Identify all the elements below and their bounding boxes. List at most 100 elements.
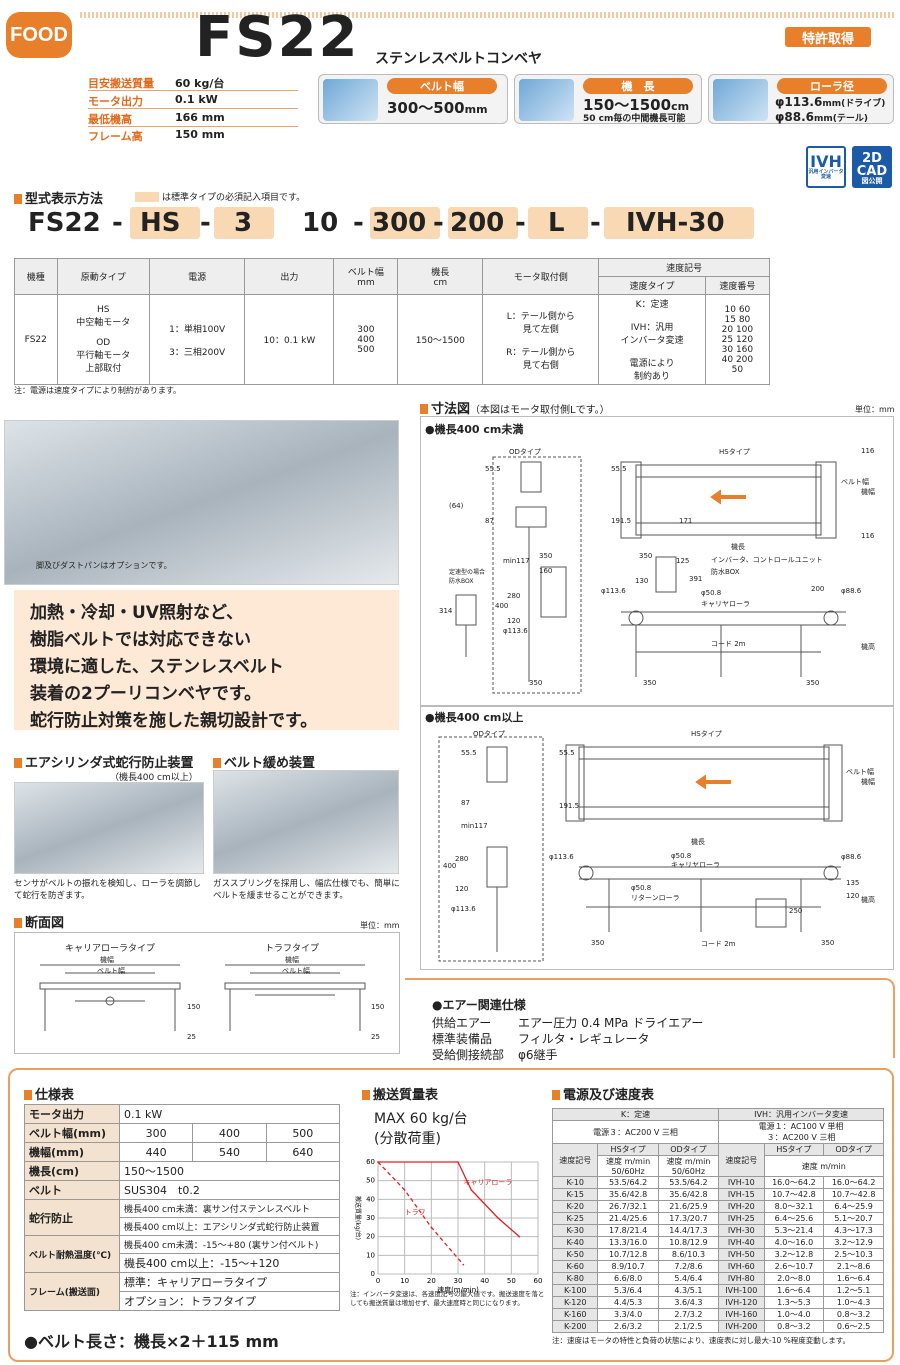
dims-drawing-b [438,736,843,962]
y-tick-label: 0 [371,1270,375,1278]
data-point [518,1235,521,1238]
y-tick-label: 30 [366,1214,375,1222]
code-part: 10 [302,208,339,238]
spec-value: 166 mm [175,111,225,124]
spec-label: 最低機高 [88,113,132,126]
data-point [403,1189,406,1191]
code-part: L [548,208,565,238]
code-highlight [214,207,274,239]
data-point [462,1263,465,1266]
dims-title: 寸法図（本図はモータ取付側Lです。） [420,398,610,417]
speed-table-note: 注：速度はモータの特性と負荷の状態により、速度表に対し最大-10 %程度変動しま… [552,1336,851,1345]
model-code-title: 型式表示方法 [14,188,103,207]
dims-diagram-under400: ●機長400 cm未満 ODタイプ HSタイプ 55.5 87 (64) min… [420,416,894,706]
x-tick-label: 60 [534,1277,543,1285]
air-frame [405,978,895,1058]
section-drawing [39,964,366,1031]
data-point [377,1161,379,1163]
belt-loose-title: ベルト緩め装置 [213,752,315,771]
x-tick-label: 0 [376,1277,380,1285]
spec-label: フレーム高 [88,130,143,143]
model-table-note: 注：電源は速度タイプにより制約があります。 [14,386,182,395]
divider [88,126,298,127]
slogan: 加熱・冷却・UV照射など、樹脂ベルトでは対応できない環境に適した、ステンレスベル… [14,590,399,731]
x-tick-label: 30 [454,1277,463,1285]
spec-value: 60 kg/台 [175,77,225,90]
code-highlight [130,207,200,239]
y-tick-label: 10 [366,1251,375,1259]
section-title: 断面図 [14,912,64,931]
air-cyl-title: エアシリンダ式蛇行防止装置 [14,752,193,771]
y-tick-label: 40 [366,1195,375,1203]
section-unit: 単位：mm [360,921,400,930]
spec-value: 150 mm [175,128,225,141]
belt-length: ●ベルト長さ：機長×2＋115 mm [24,1332,279,1351]
code-highlight [528,207,588,239]
mass-chart: 0 10 20 30 40 50 60 0 10 20 30 40 50 60 速度(m/min) 搬送質量(… [354,1158,543,1294]
product-subtitle: ステンレスベルトコンベヤ [375,51,543,67]
code-part: - [112,208,123,238]
dims-drawing-a [455,456,846,694]
speed-table-title: 電源及び速度表 [552,1084,654,1103]
spec-value: 0.1 kW [175,93,218,106]
code-highlight [448,207,518,239]
y-tick-label: 60 [366,1158,375,1166]
air-title: ●エアー関連仕様 [432,998,526,1012]
belt-loose-caption: ガススプリングを採用し、幅広仕様でも、簡単にベルトを緩ませることができます。 [213,879,400,901]
code-part: - [433,208,444,238]
mass-max: MAX 60 kg/台 [374,1111,468,1127]
y-axis-label: 搬送質量(kg/台) [354,1196,362,1240]
data-point [497,1217,499,1219]
y-tick-label: 50 [366,1177,375,1185]
length-image [519,79,574,121]
code-part: IVH-30 [626,208,725,238]
feature-length: 機 長 150～1500cm 50 cm毎の中間機長可能 [514,74,702,124]
code-highlight [604,207,754,239]
belt-loose-photo [213,770,399,874]
x-tick-label: 20 [427,1277,436,1285]
data-point [470,1189,473,1191]
divider [88,90,298,91]
top-stripe [80,12,895,18]
spec-label: 目安搬送質量 [88,77,154,90]
x-axis-label: 速度(m/min) [437,1285,479,1294]
bottom-frame [8,1068,894,1362]
roller-image [713,79,768,121]
section-diagram: キャリアローラタイプ トラフタイプ 機幅 ベルト幅 機幅 ベルト幅 150 25… [14,932,400,1054]
feature-belt-width: ベルト幅 300～500mm [318,74,508,124]
x-tick-label: 50 [507,1277,516,1285]
x-tick-label: 10 [400,1277,409,1285]
food-badge: FOOD [6,12,72,58]
mass-dist: (分散荷重) [374,1131,441,1147]
data-point [457,1161,459,1163]
model-title: FS22 [195,5,360,70]
code-part: 300 [372,208,427,238]
code-part: HS [140,208,181,238]
series-label: キャリアローラ [463,1178,512,1186]
air-cyl-tag: （機長400 cm以上） [110,773,198,783]
code-part: - [353,208,364,238]
x-tick-label: 40 [480,1277,489,1285]
spec-table-title: 仕様表 [24,1084,74,1103]
y-tick-label: 20 [366,1233,375,1241]
data-point [430,1226,433,1229]
highlight-legend [135,192,159,202]
spec-label: モータ出力 [88,95,143,108]
code-part: 200 [450,208,505,238]
divider [88,108,298,109]
